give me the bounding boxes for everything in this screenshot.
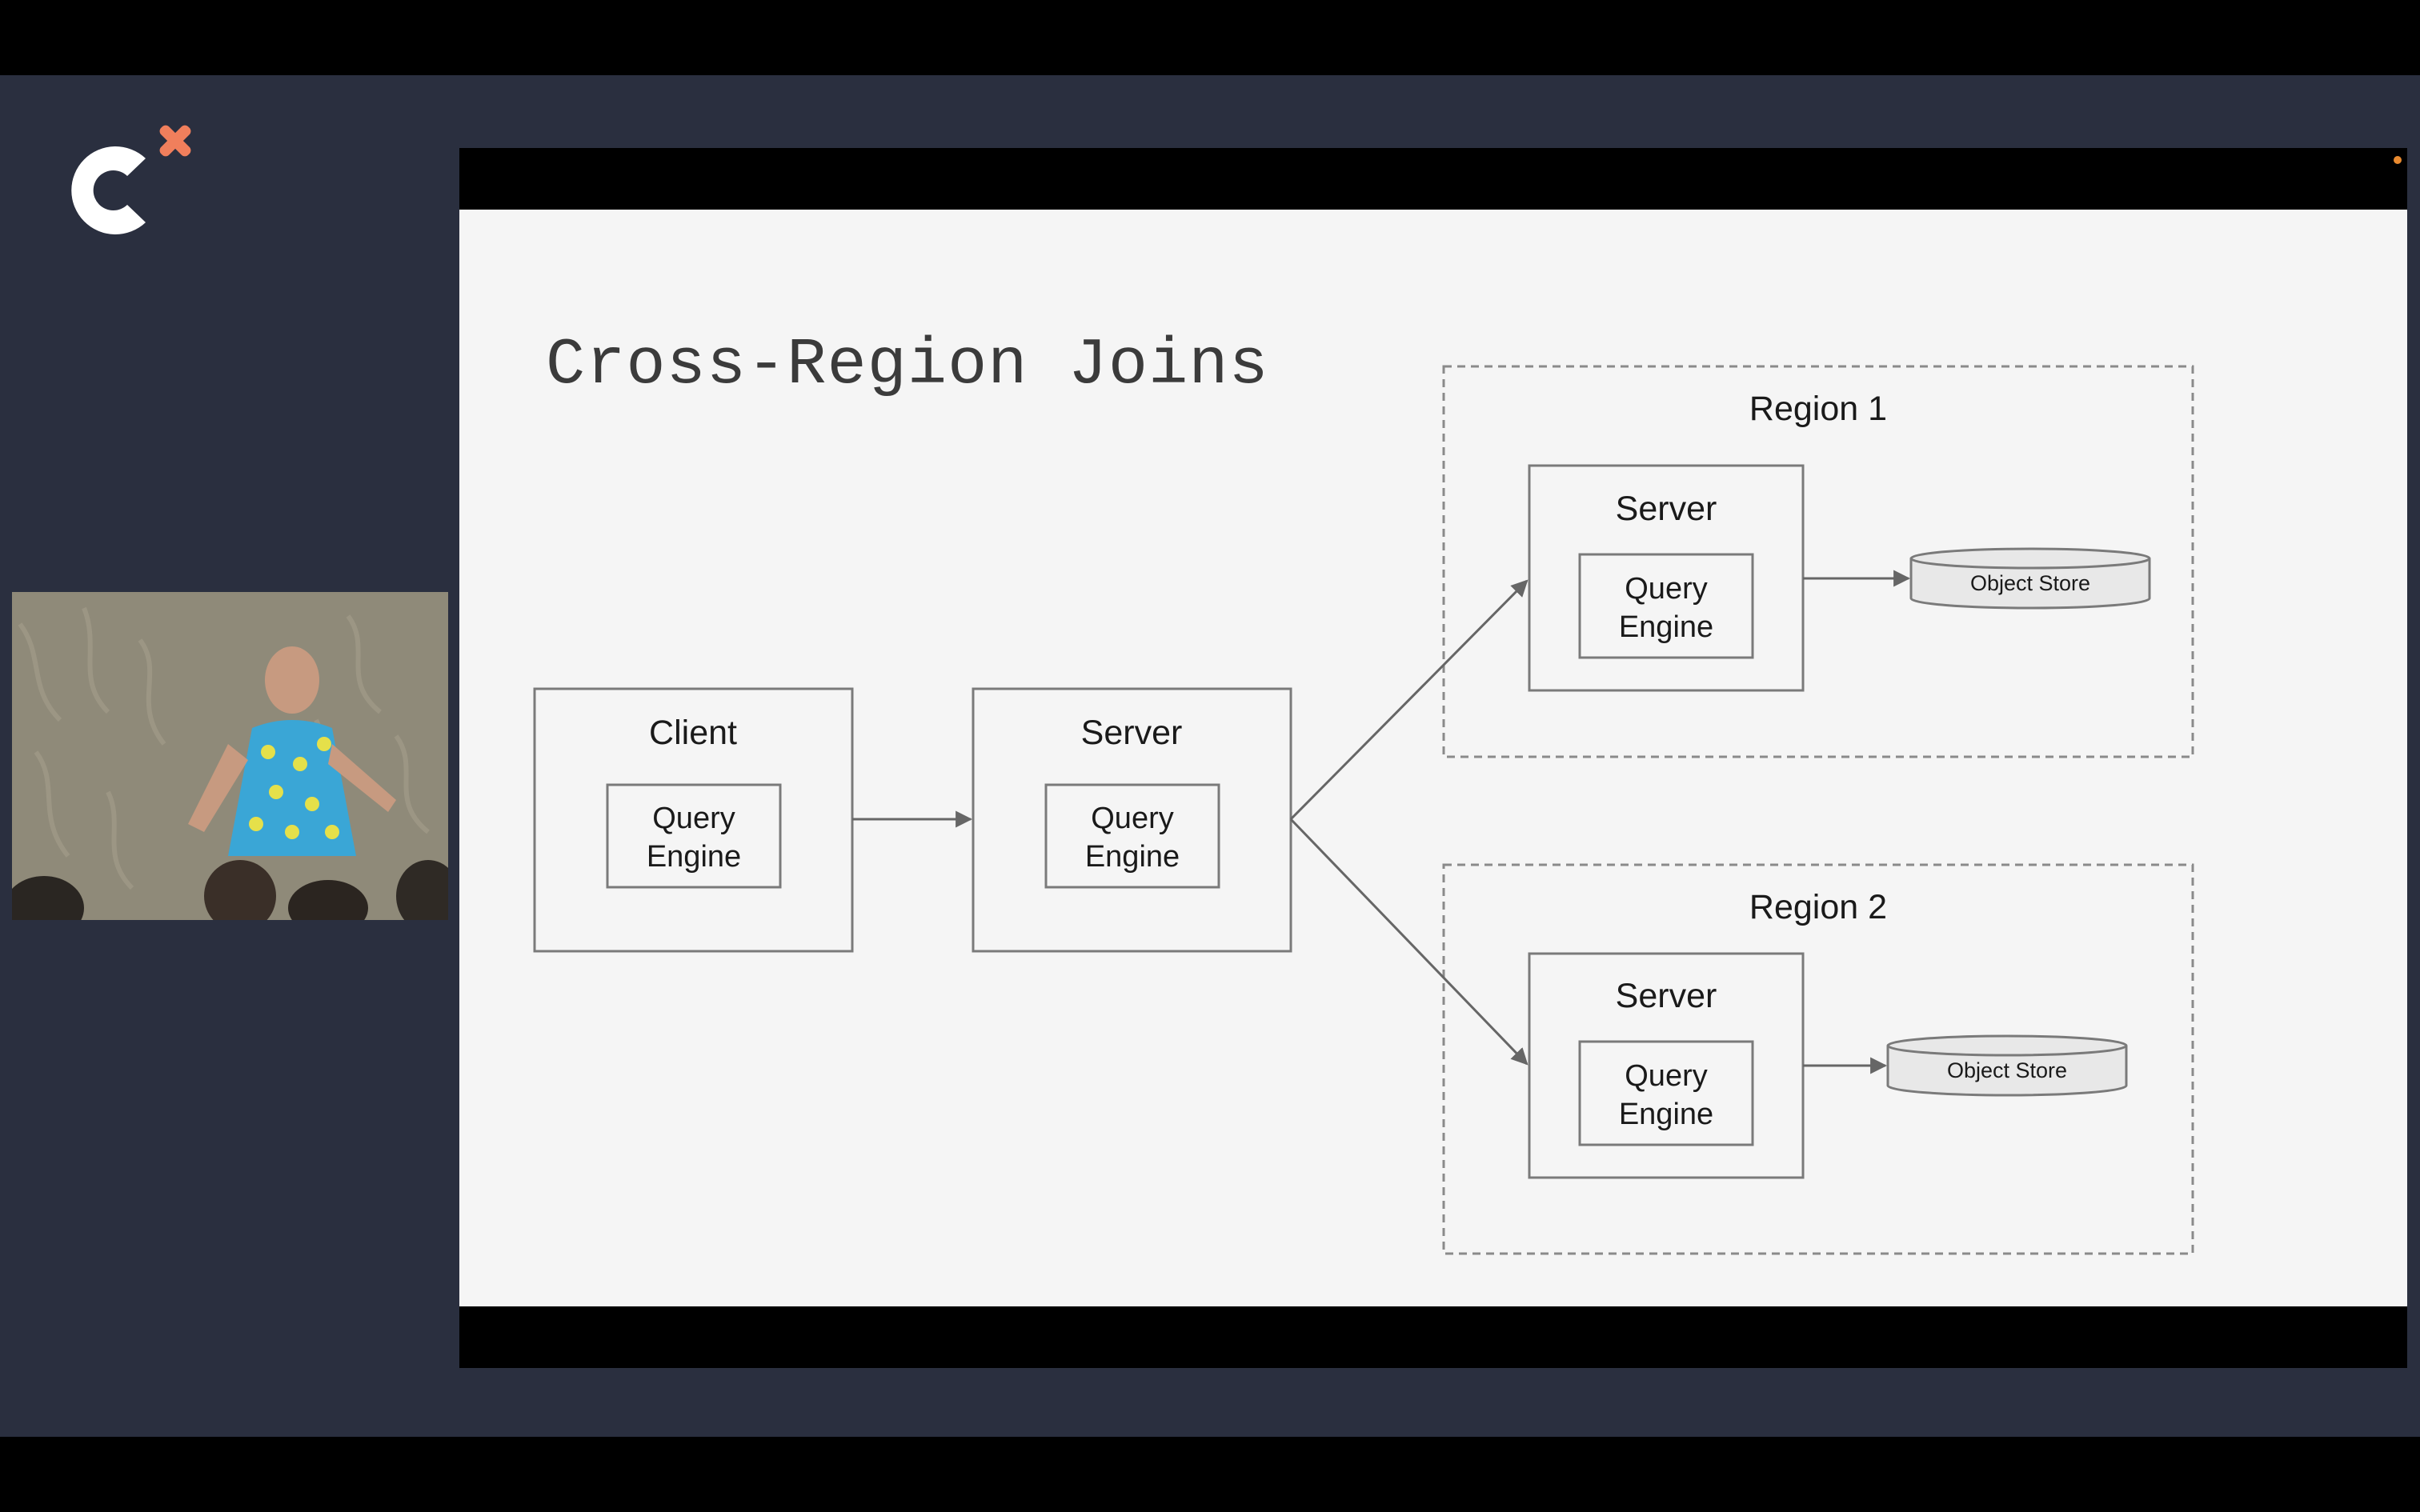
region-1-label: Region 1 bbox=[1749, 390, 1887, 428]
slide-canvas bbox=[459, 210, 2407, 1306]
recording-dot-icon bbox=[2394, 156, 2402, 164]
region-1-object-store: Object Store bbox=[1909, 547, 2151, 610]
region-2-query-engine-line1: Query bbox=[1625, 1059, 1707, 1093]
region-2-query-engine-box bbox=[1578, 1040, 1754, 1146]
region-2-object-store-label: Object Store bbox=[1947, 1058, 2067, 1082]
client-query-engine-line2: Engine bbox=[647, 840, 741, 874]
arrow-server-to-region-2 bbox=[1289, 818, 1529, 1066]
region-1-server-label: Server bbox=[1616, 490, 1717, 528]
region-2-label: Region 2 bbox=[1749, 888, 1887, 926]
region-2-box bbox=[1442, 863, 2194, 1255]
region-1-query-engine-line1: Query bbox=[1625, 572, 1707, 606]
client-label: Client bbox=[649, 714, 737, 752]
region-1-query-engine-line2: Engine bbox=[1619, 610, 1713, 644]
region-2-query-engine-line2: Engine bbox=[1619, 1098, 1713, 1131]
arrow-server-to-region-1 bbox=[1289, 579, 1529, 821]
slide-title: Cross-Region Joins bbox=[546, 328, 1269, 402]
client-query-engine-box bbox=[606, 783, 782, 889]
client-query-engine-line1: Query bbox=[652, 802, 735, 835]
region-2-server-label: Server bbox=[1616, 977, 1717, 1015]
region-1-query-engine-box bbox=[1578, 553, 1754, 659]
server-label: Server bbox=[1081, 714, 1183, 752]
region-1-box bbox=[1442, 365, 2194, 758]
server-query-engine-box bbox=[1044, 783, 1220, 889]
server-query-engine-line2: Engine bbox=[1085, 840, 1180, 874]
conference-logo-icon bbox=[71, 125, 191, 234]
server-query-engine-line1: Query bbox=[1091, 802, 1173, 835]
region-1-object-store-label: Object Store bbox=[1970, 571, 2090, 595]
speaker-video bbox=[12, 592, 448, 920]
region-2-object-store: Object Store bbox=[1886, 1034, 2128, 1097]
